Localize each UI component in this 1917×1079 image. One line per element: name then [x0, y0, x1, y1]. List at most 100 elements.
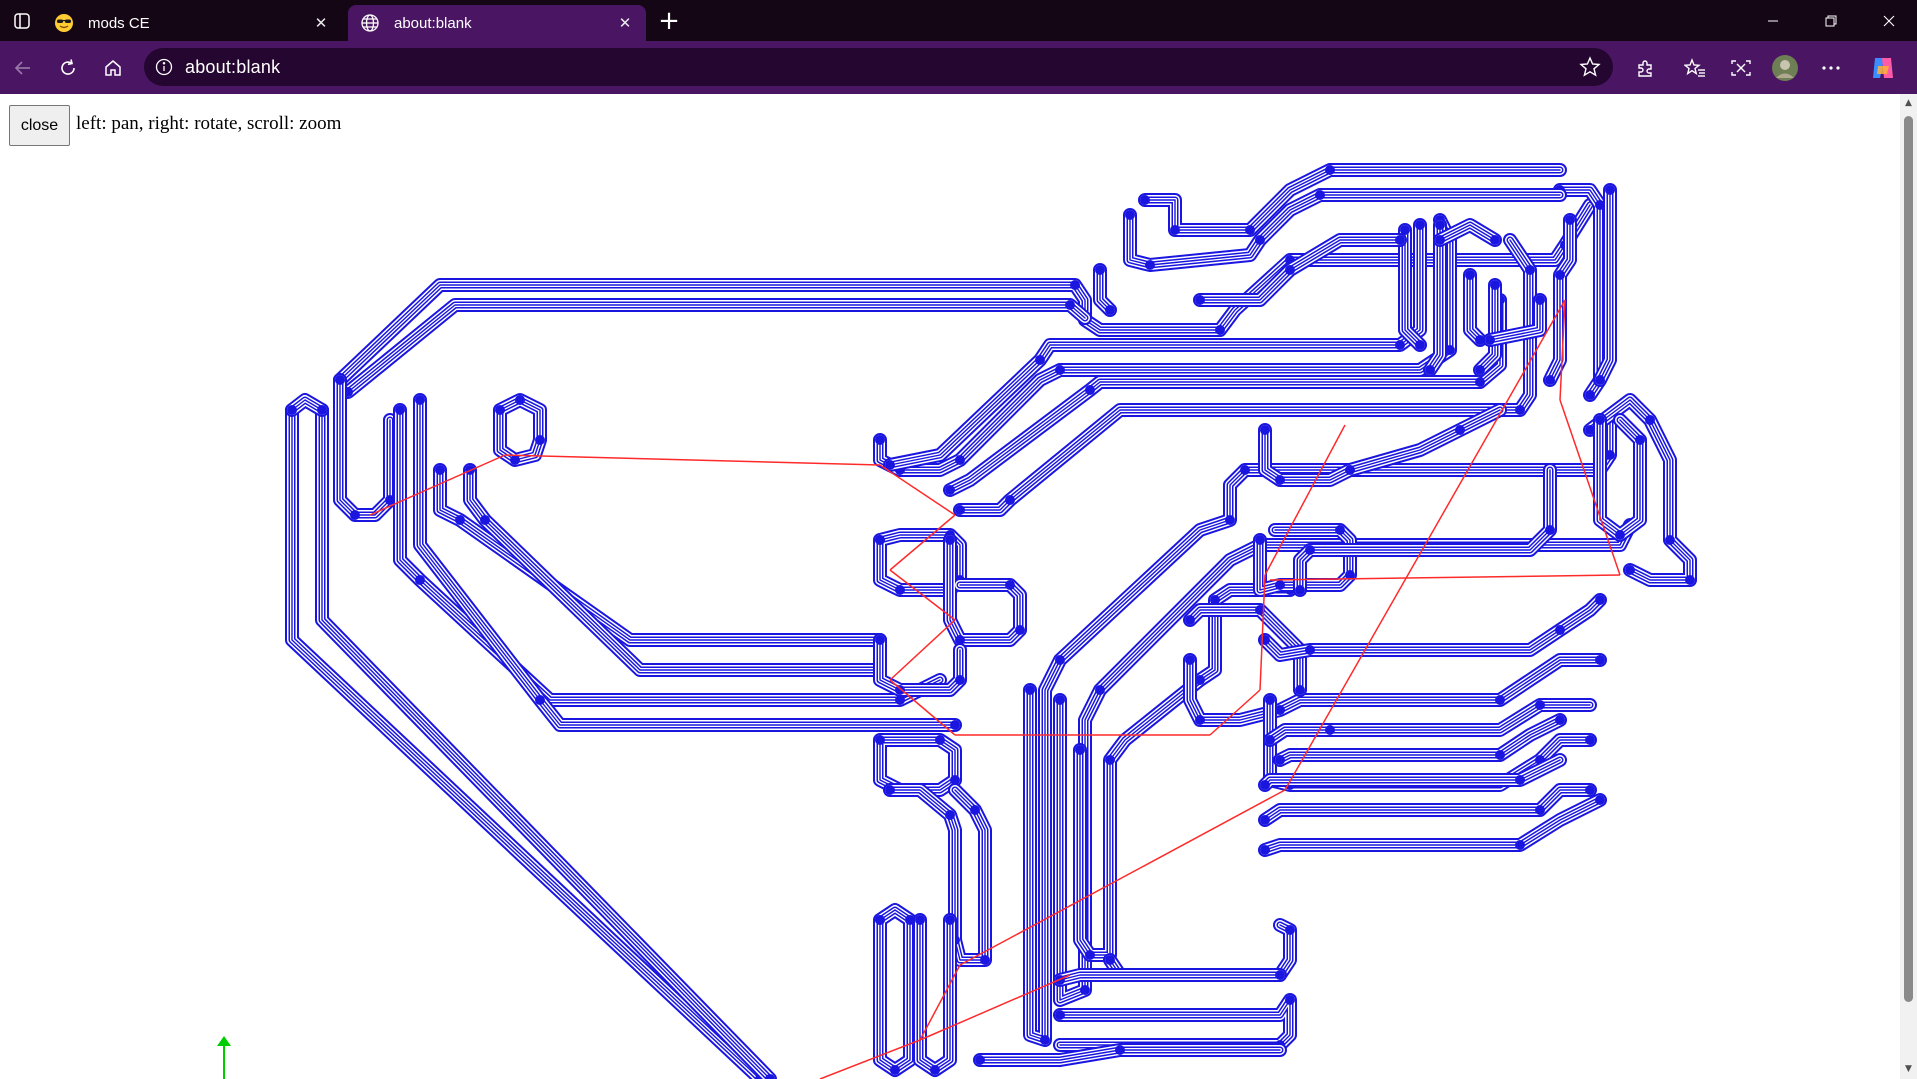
toolpath-trace-line [959, 239, 1531, 511]
toolpath-trace-line [343, 300, 1090, 397]
vertical-scrollbar[interactable]: ▲ ▼ [1900, 94, 1917, 1079]
profile-avatar[interactable] [1768, 51, 1802, 85]
toolpath-node [1105, 305, 1115, 315]
close-tab-icon[interactable]: ✕ [314, 15, 328, 32]
toolpath-trace-line [339, 379, 391, 516]
toolpath-trace-line [1599, 189, 1611, 381]
toolpath-node [1515, 775, 1525, 785]
toolpath-node [1665, 535, 1675, 545]
rapid-move-line [1284, 299, 1566, 791]
toolpath-node [1015, 625, 1025, 635]
close-window-button[interactable] [1860, 0, 1917, 41]
home-icon[interactable] [96, 51, 130, 85]
back-arrow-icon[interactable] [6, 51, 40, 85]
globe-icon [360, 13, 380, 33]
toolpath-node [1555, 270, 1565, 280]
toolpath-node [1545, 525, 1555, 535]
toolpath-trace-line [1299, 469, 1551, 591]
favorites-list-icon[interactable] [1678, 51, 1712, 85]
scroll-up-arrow-icon[interactable]: ▲ [1905, 98, 1912, 108]
toolpath-node [1335, 525, 1345, 535]
toolpath-node [287, 405, 297, 415]
toolpath-node [1445, 345, 1455, 355]
toolpath-trace-line [879, 909, 911, 1071]
tab-about-blank[interactable]: about:blank ✕ [348, 5, 646, 41]
toolpath-node [1265, 695, 1275, 705]
scrollbar-thumb[interactable] [1904, 116, 1913, 1002]
toolpath-trace-line [1264, 599, 1601, 656]
toolpath-trace-line [1079, 589, 1291, 956]
extensions-puzzle-icon[interactable] [1628, 51, 1662, 85]
rapid-move-line [889, 679, 956, 736]
address-bar[interactable]: about:blank [144, 48, 1613, 86]
toolpath-trace-line [347, 304, 1086, 393]
toolpath-trace [333, 373, 397, 522]
toolpath-node [515, 395, 525, 405]
toolpath-node [875, 915, 885, 925]
toolpath-trace-line [889, 789, 986, 961]
toolpath-node [1685, 575, 1695, 585]
toolpath-canvas[interactable] [0, 94, 1900, 1079]
minimize-window-button[interactable] [1744, 0, 1802, 41]
toolpath-node [1285, 265, 1295, 275]
toolpath-node [1515, 840, 1525, 850]
tab-mods-ce[interactable]: mods CE ✕ [42, 5, 342, 41]
close-button[interactable]: close [9, 105, 70, 146]
toolpath-trace-line [889, 224, 1421, 466]
toolpath-trace-line [1105, 920, 1295, 980]
toolpath-node [1475, 365, 1485, 375]
close-tab-icon[interactable]: ✕ [618, 15, 632, 32]
toolpath-trace-line [344, 301, 1089, 396]
refresh-icon[interactable] [51, 51, 85, 85]
screenshot-icon[interactable] [1724, 51, 1758, 85]
toolpath-node [1475, 377, 1485, 387]
rapid-move-line [889, 569, 956, 621]
copilot-icon[interactable] [1866, 51, 1900, 85]
new-tab-button[interactable]: + [658, 6, 680, 36]
toolpath-node [1215, 325, 1225, 335]
page-viewport[interactable]: close left: pan, right: rotate, scroll: … [0, 94, 1900, 1079]
toolpath-node [1545, 375, 1555, 385]
toolpath-trace-line [1261, 596, 1604, 659]
rapid-move-line [1259, 574, 1266, 691]
toolpath-trace [1053, 993, 1297, 1052]
toolpath-trace-line [1108, 923, 1292, 977]
toolpath-node [1185, 655, 1195, 665]
tab-actions-menu-icon[interactable] [8, 9, 36, 33]
toolpath-node [1040, 1035, 1050, 1045]
toolpath-node [1095, 265, 1105, 275]
toolpath-node [535, 435, 545, 445]
toolpath-node [1105, 955, 1115, 965]
toolpath-node [1275, 755, 1285, 765]
toolpath-node [1615, 530, 1625, 540]
toolpath-node [1315, 190, 1325, 200]
more-options-icon[interactable] [1814, 51, 1848, 85]
toolpath-node [975, 1055, 985, 1065]
toolpath-node [895, 585, 905, 595]
toolpath-node [915, 915, 925, 925]
scroll-down-arrow-icon[interactable]: ▼ [1905, 1064, 1912, 1074]
restore-window-button[interactable] [1802, 0, 1860, 41]
rapid-move-line [879, 464, 956, 516]
toolpath-node [1625, 565, 1635, 575]
toolpath-node [1255, 605, 1265, 615]
toolpath-node [1125, 210, 1135, 220]
toolpath-node [1285, 925, 1295, 935]
favorite-star-icon[interactable] [1579, 56, 1601, 78]
toolpath-node [1635, 435, 1645, 445]
toolpath-node [1185, 615, 1195, 625]
toolpath-trace-line [399, 409, 941, 701]
toolpath-node [1305, 545, 1315, 555]
toolpath-node [885, 460, 895, 470]
toolpath-trace-line [1489, 299, 1541, 341]
toolpath-node [535, 695, 545, 705]
toolpath-node [1140, 195, 1150, 205]
rapid-move-line [1269, 574, 1621, 581]
toolpath-node [1495, 750, 1505, 760]
toolpath-node [955, 635, 965, 645]
toolpath-node [1225, 515, 1235, 525]
toolpath-node [895, 685, 905, 695]
toolpath-trace-line [1129, 194, 1561, 266]
rapid-move-line [504, 454, 881, 466]
site-info-icon[interactable] [154, 57, 174, 77]
